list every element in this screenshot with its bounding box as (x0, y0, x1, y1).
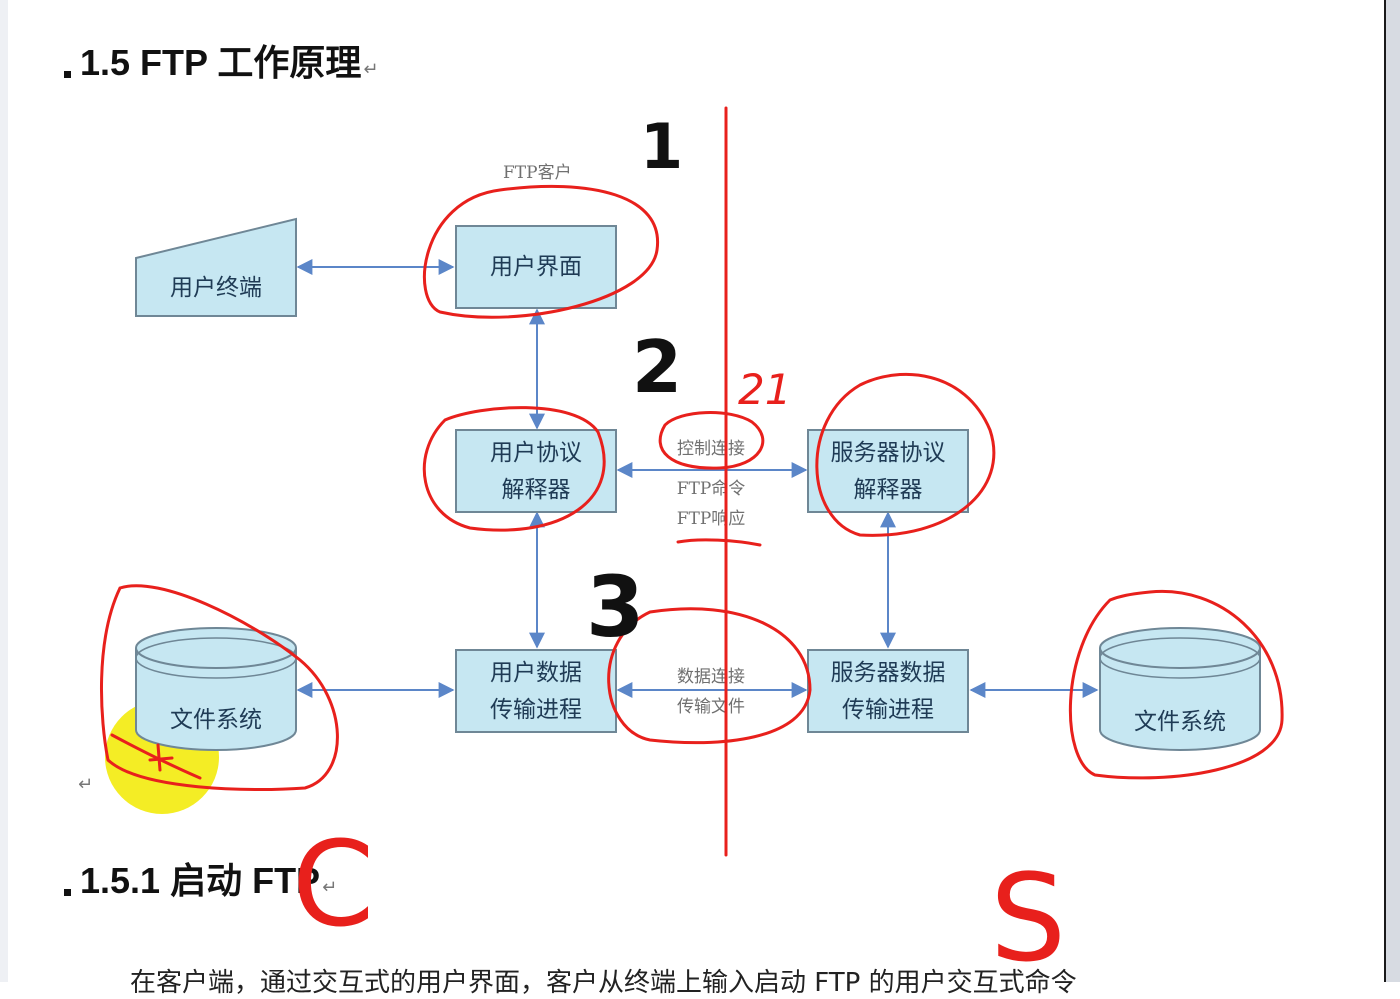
circle-data-connection (607, 607, 812, 745)
client-dtp-line2: 传输进程 (490, 697, 582, 723)
mark-2: 2 (632, 325, 682, 409)
node-user-interface: 用户界面 (455, 225, 617, 309)
circle-control-connection (658, 411, 765, 470)
circle-server-pi (815, 373, 996, 537)
subheading-bullet (64, 889, 71, 896)
data-connection-label: 数据连接 (677, 667, 745, 687)
ftp-command-label: FTP命令 (677, 479, 746, 499)
server-pi-box (807, 429, 969, 513)
server-fs-label: 文件系统 (1134, 709, 1226, 735)
terminal-label: 用户终端 (170, 275, 262, 301)
client-fs-body (135, 648, 297, 751)
ui-box (455, 225, 617, 309)
mark-c: C (292, 815, 374, 953)
circle-client-pi (422, 406, 606, 532)
node-client-dtp: 用户数据 传输进程 (455, 649, 617, 733)
tick-mark (148, 743, 174, 772)
ui-label: 用户界面 (490, 254, 582, 280)
ftp-response-label: FTP响应 (677, 509, 746, 529)
circle-client-filesystem (99, 584, 339, 792)
circle-server-filesystem (1068, 589, 1284, 780)
ftp-client-label: FTP客户 (503, 163, 572, 183)
server-pi-line2: 解释器 (854, 477, 923, 503)
mark-s: S (990, 850, 1066, 982)
client-dtp-box (455, 649, 617, 733)
server-fs-rim (1099, 637, 1261, 679)
client-fs-top (135, 627, 297, 669)
red-annotations (99, 106, 1284, 857)
client-fs-label: 文件系统 (170, 707, 262, 733)
server-fs-body (1099, 648, 1261, 751)
server-pi-line1: 服务器协议 (831, 440, 946, 466)
paragraph-mark: ↵ (78, 774, 94, 795)
circle-user-interface (422, 184, 660, 319)
server-dtp-box (807, 649, 969, 733)
strike-client-filesystem (110, 733, 202, 780)
control-connection-label: 控制连接 (677, 439, 745, 459)
node-server-dtp: 服务器数据 传输进程 (807, 649, 969, 733)
server-dtp-line1: 服务器数据 (831, 660, 946, 686)
client-dtp-line1: 用户数据 (490, 660, 582, 686)
node-client-filesystem: 文件系统 (135, 627, 297, 751)
client-pi-line2: 解释器 (502, 477, 571, 503)
mark-21: 21 (738, 365, 791, 414)
transfer-file-label: 传输文件 (677, 697, 745, 717)
scrollbar[interactable] (1384, 0, 1400, 982)
terminal-shape (135, 217, 297, 317)
number-marks: 1 2 3 (586, 110, 683, 656)
mark-3: 3 (586, 558, 644, 656)
heading-bullet (64, 71, 71, 78)
server-dtp-line2: 传输进程 (842, 697, 934, 723)
subsection-heading: 1.5.1 启动 FTP↵ (80, 860, 338, 901)
underline-ftp-response (676, 538, 762, 547)
server-fs-top (1099, 627, 1261, 669)
mark-1: 1 (640, 110, 683, 183)
red-letter-marks: 21 C S (292, 365, 1066, 982)
section-heading: 1.5 FTP 工作原理↵ (80, 42, 379, 83)
node-server-pi: 服务器协议 解释器 (807, 429, 969, 513)
page-left-margin (0, 0, 8, 982)
node-client-pi: 用户协议 解释器 (455, 429, 617, 513)
node-server-filesystem: 文件系统 (1099, 627, 1261, 751)
node-user-terminal: 用户终端 (135, 217, 297, 317)
client-pi-line1: 用户协议 (490, 440, 582, 466)
